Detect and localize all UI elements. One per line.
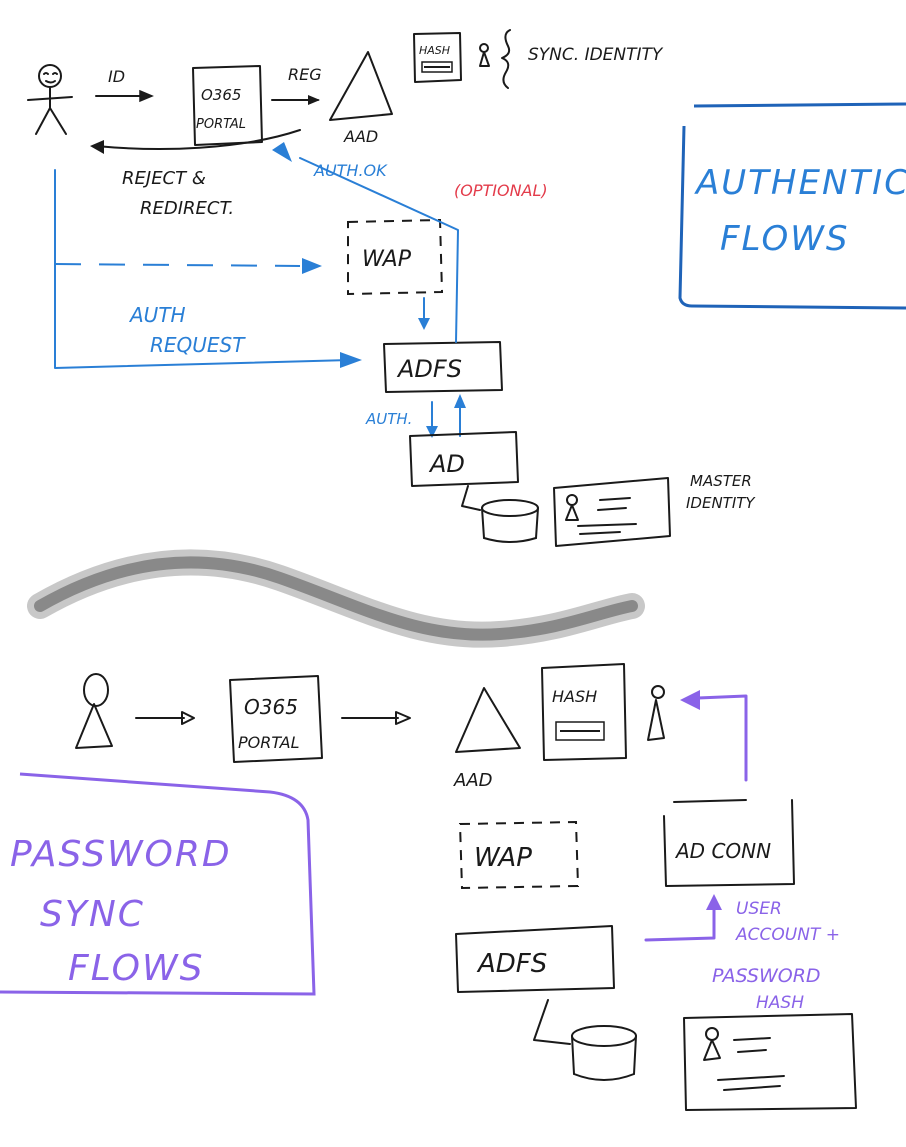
ad-conn-box	[663, 799, 795, 887]
wap-label-bottom: WAP	[474, 843, 532, 873]
database-icon-top	[481, 499, 539, 543]
user-line2: ACCOUNT +	[735, 925, 840, 945]
sync-to-aad-arrow	[696, 694, 748, 782]
auth-request-arrowhead	[340, 352, 362, 368]
dashed-wap-line	[54, 263, 301, 267]
ad-db-connector	[461, 485, 481, 511]
synced-user-icon-bottom	[647, 685, 665, 741]
portal-line1-top: O365	[201, 86, 241, 104]
adfs-db-connector	[533, 999, 571, 1045]
sync-identity-label: SYNC. IDENTITY	[528, 45, 664, 65]
pwsync-title-line2: SYNC	[40, 894, 145, 935]
section-divider-stroke	[27, 549, 645, 648]
wap-box-bottom	[458, 820, 580, 890]
reg-label: REG	[288, 65, 322, 84]
pwsync-title-line1: PASSWORD	[10, 834, 232, 875]
reject-line2: REDIRECT.	[140, 198, 234, 219]
o365-portal-box-bottom	[229, 675, 323, 763]
portal-line1-bottom: O365	[244, 695, 298, 719]
pwsync-title-line3: FLOWS	[68, 948, 204, 989]
brace-bracket	[501, 29, 511, 89]
sync-to-aad-arrowhead	[680, 690, 700, 710]
password-sync-title-box	[0, 772, 316, 996]
pw-line2: HASH	[756, 993, 804, 1013]
adfs-label-bottom: ADFS	[476, 949, 547, 979]
user-line1: USER	[736, 899, 782, 919]
auth-request-line2: REQUEST	[150, 333, 246, 357]
o365-portal-box-top	[192, 65, 263, 146]
auth-ok-arrowhead	[272, 142, 292, 162]
reg-arrow	[271, 95, 320, 105]
portal-line2-top: PORTAL	[196, 117, 246, 132]
reject-line1: REJECT &	[122, 168, 206, 189]
auth-short-label: AUTH.	[365, 410, 412, 428]
aad-label-top: AAD	[343, 127, 378, 146]
hash-label-top: HASH	[419, 44, 450, 57]
user-figure-bottom	[75, 673, 113, 749]
portal-line2-bottom: PORTAL	[238, 733, 300, 752]
authentication-flows-title-box	[678, 102, 906, 310]
auth-request-line	[54, 169, 351, 369]
adfs-box-bottom	[455, 925, 615, 993]
pw-line1: PASSWORD	[712, 965, 821, 987]
adfs-box-top	[383, 341, 503, 393]
identity-card-bottom	[683, 1013, 857, 1111]
wap-box-top	[347, 218, 444, 296]
auth-ok-line	[299, 157, 459, 343]
hash-box-top	[413, 32, 462, 83]
adfs-to-adconn-arrow	[644, 904, 716, 942]
auth-title-line1: AUTHENTICATION	[694, 163, 906, 203]
ad-box-top	[409, 431, 519, 487]
wap-label-top: WAP	[362, 247, 412, 272]
aad-triangle-top	[329, 51, 393, 121]
auth-ok-label: AUTH.OK	[313, 161, 388, 180]
master-line1: MASTER	[690, 472, 752, 490]
aad-label-bottom: AAD	[453, 770, 493, 791]
ad-label-top: AD	[428, 450, 465, 478]
adfs-label-top: ADFS	[396, 355, 462, 383]
reject-redirect-arrow	[90, 129, 301, 154]
id-arrow	[95, 89, 154, 103]
auth-title-line2: FLOWS	[720, 219, 849, 259]
auth-request-line1: AUTH	[128, 303, 186, 327]
hash-label-bottom: HASH	[552, 687, 597, 706]
adfs-to-adconn-arrowhead	[706, 894, 722, 910]
aad-triangle-bottom	[455, 687, 521, 753]
database-icon-bottom	[571, 1025, 637, 1081]
optional-label: (OPTIONAL)	[454, 181, 548, 200]
id-label: ID	[108, 67, 125, 86]
master-line2: IDENTITY	[686, 494, 756, 512]
user-figure-top	[27, 64, 73, 135]
hash-box-bottom	[541, 663, 627, 761]
dashed-wap-arrowhead	[302, 258, 322, 274]
identity-card-top	[553, 477, 671, 547]
synced-user-icon-top	[479, 43, 490, 67]
ad-conn-label: AD CONN	[674, 839, 771, 863]
